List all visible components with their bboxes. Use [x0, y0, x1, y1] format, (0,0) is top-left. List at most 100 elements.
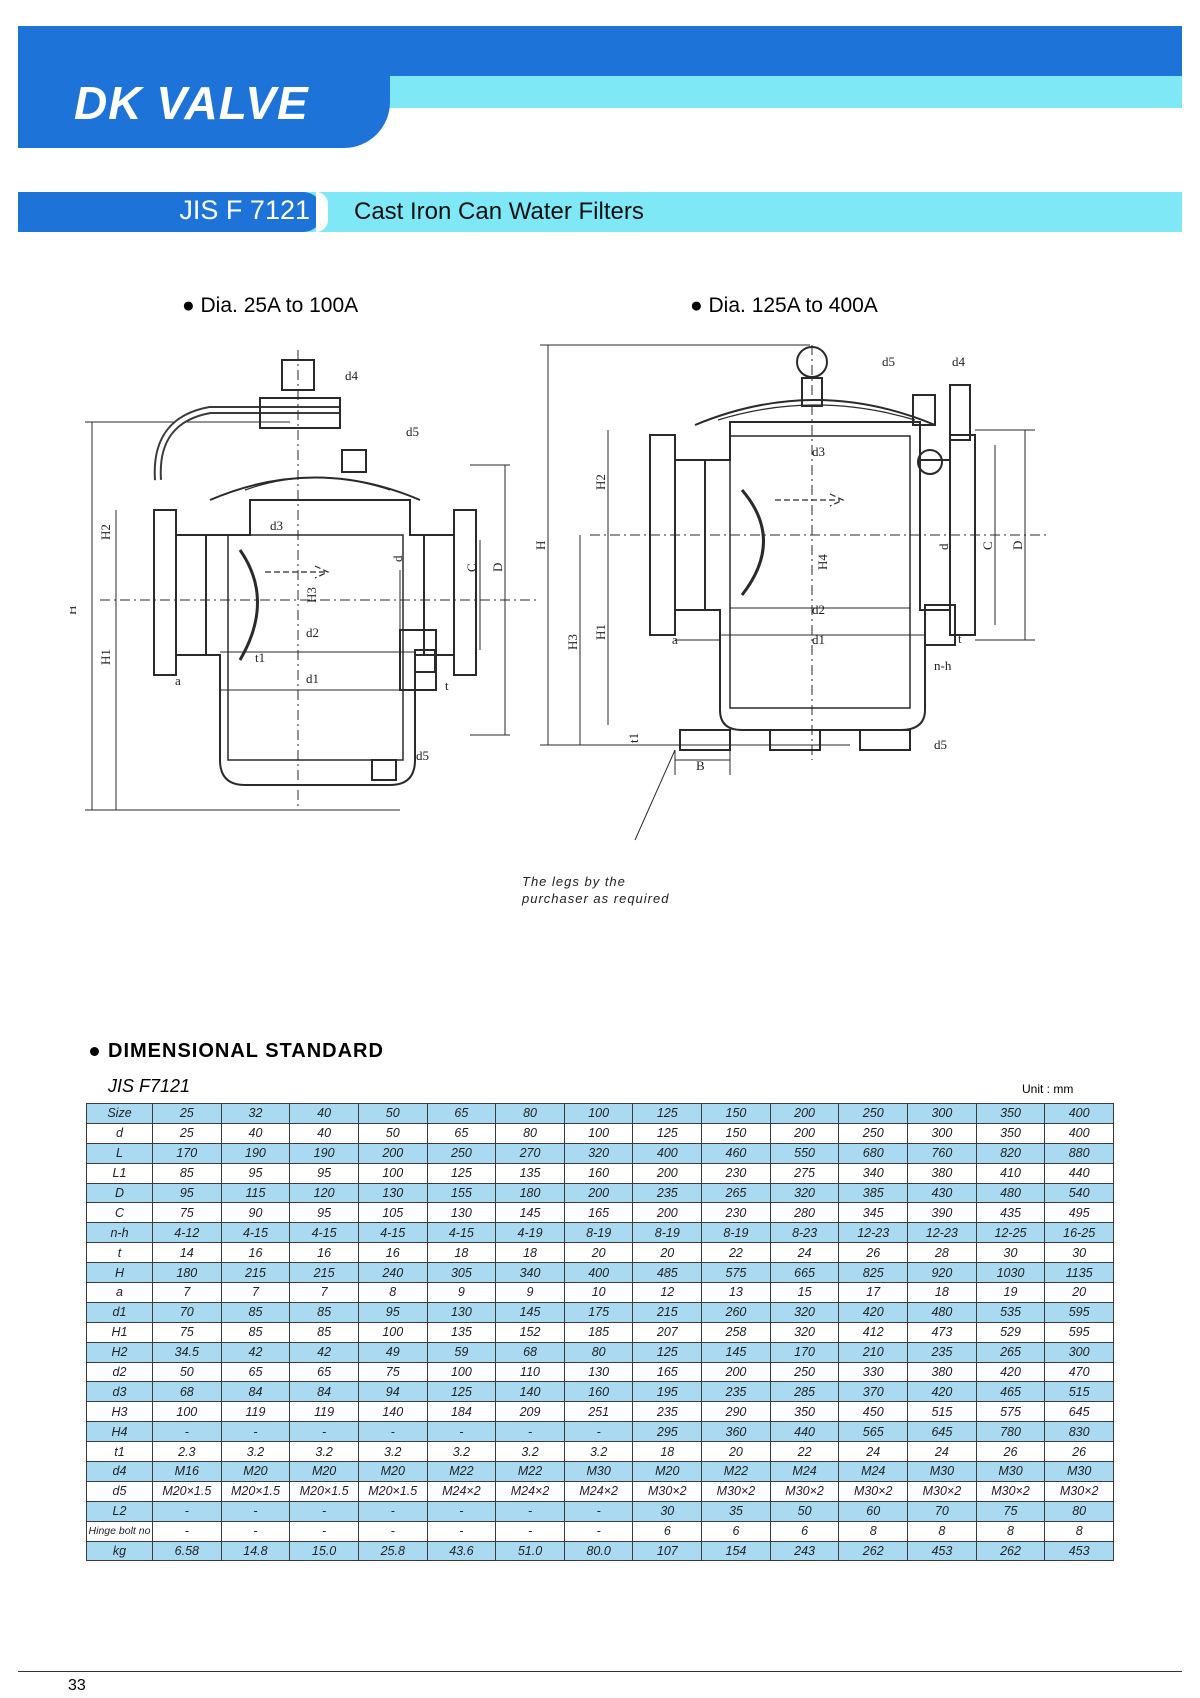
table-cell: 6 — [701, 1520, 771, 1542]
table-cell: 18 — [907, 1282, 977, 1303]
table-cell: 8-19 — [701, 1222, 771, 1244]
label-d2-right: d2 — [812, 602, 825, 617]
table-cell: 125 — [426, 1381, 497, 1403]
table-cell: 275 — [769, 1162, 840, 1184]
table-cell: 145 — [701, 1341, 771, 1363]
table-cell: - — [220, 1500, 291, 1522]
header-bar — [18, 26, 1182, 76]
label-d-right: d — [936, 543, 951, 550]
table-cell: 515 — [1044, 1381, 1114, 1403]
table-cell: 40 — [289, 1103, 359, 1124]
table-cell: 565 — [838, 1421, 909, 1443]
table-cell: 300 — [907, 1122, 977, 1144]
table-cell: M24×2 — [426, 1480, 497, 1502]
table-cell: 195 — [632, 1381, 703, 1403]
table-cell: 12-23 — [838, 1222, 909, 1244]
table-cell: 295 — [632, 1421, 703, 1443]
row-label: d1 — [86, 1301, 153, 1323]
table-cell: M30×2 — [632, 1480, 703, 1502]
table-cell: 85 — [220, 1321, 291, 1343]
table-cell: 420 — [975, 1361, 1046, 1383]
label-C-right: C — [980, 541, 995, 550]
label-D-right: D — [1010, 541, 1025, 550]
table-cell: 4-15 — [357, 1222, 428, 1244]
table-cell: 28 — [907, 1242, 977, 1264]
table-cell: 645 — [1044, 1401, 1114, 1423]
table-cell: 145 — [495, 1202, 565, 1224]
table-cell: 243 — [769, 1540, 840, 1562]
table-cell: 390 — [907, 1202, 977, 1224]
table-cell: 119 — [289, 1401, 359, 1423]
table-cell: 215 — [289, 1262, 359, 1284]
row-label: d5 — [86, 1480, 153, 1502]
table-cell: 85 — [152, 1162, 222, 1184]
table-cell: M24 — [769, 1461, 840, 1482]
right-diagram-caption: ● Dia. 125A to 400A — [690, 294, 878, 317]
table-cell: 4-12 — [152, 1222, 222, 1244]
row-label: Hinge bolt no — [86, 1520, 153, 1542]
table-cell: - — [152, 1421, 222, 1443]
table-cell: 42 — [220, 1341, 291, 1363]
table-cell: M20 — [632, 1461, 703, 1482]
table-cell: 6 — [769, 1520, 840, 1542]
row-label: L2 — [86, 1500, 153, 1522]
table-cell: 125 — [632, 1341, 703, 1363]
table-cell: 210 — [838, 1341, 909, 1363]
table-cell: 473 — [907, 1321, 977, 1343]
table-cell: M30 — [563, 1461, 634, 1482]
table-cell: 90 — [220, 1202, 291, 1224]
table-cell: 170 — [769, 1341, 840, 1363]
row-label: L1 — [86, 1162, 153, 1184]
table-cell: 25 — [152, 1122, 222, 1144]
table-cell: 16-25 — [1044, 1222, 1114, 1244]
table-cell: M20 — [357, 1461, 428, 1482]
table-cell: 200 — [563, 1182, 634, 1204]
table-cell: 250 — [838, 1103, 909, 1124]
table-cell: 430 — [907, 1182, 977, 1204]
table-cell: 140 — [495, 1381, 565, 1403]
table-cell: 18 — [632, 1441, 703, 1463]
table-cell: 16 — [220, 1242, 291, 1264]
table-cell: 25 — [152, 1103, 222, 1124]
table-cell: 85 — [220, 1301, 291, 1323]
table-cell: - — [426, 1500, 497, 1522]
spec-label: JIS F7121 — [108, 1076, 191, 1096]
table-cell: 207 — [632, 1321, 703, 1343]
label-d5-top: d5 — [406, 424, 419, 439]
legs-note-line2: purchaser as required — [522, 891, 670, 906]
left-diagram-caption: ● Dia. 25A to 100A — [182, 294, 359, 317]
table-cell: 19 — [975, 1282, 1046, 1303]
table-cell: 155 — [426, 1182, 497, 1204]
pill-divider — [316, 192, 328, 232]
table-cell: 105 — [357, 1202, 428, 1224]
table-cell: 305 — [426, 1262, 497, 1284]
label-d3: d3 — [270, 518, 283, 533]
table-cell: 250 — [426, 1142, 497, 1164]
label-H1-right: H1 — [593, 624, 608, 640]
table-cell: 280 — [769, 1202, 840, 1224]
table-cell: 75 — [357, 1361, 428, 1383]
table-cell: 3.2 — [357, 1441, 428, 1463]
table-cell: 80 — [495, 1103, 565, 1124]
table-cell: 12-25 — [975, 1222, 1046, 1244]
table-cell: 50 — [769, 1500, 840, 1522]
table-cell: 119 — [220, 1401, 291, 1423]
table-cell: 15.0 — [289, 1540, 359, 1562]
table-cell: 450 — [838, 1401, 909, 1423]
table-cell: 100 — [563, 1122, 634, 1144]
table-cell: 575 — [701, 1262, 771, 1284]
label-H2: H2 — [98, 524, 113, 540]
table-cell: 95 — [357, 1301, 428, 1323]
table-cell: M20×1.5 — [152, 1480, 222, 1502]
table-cell: 80 — [1044, 1500, 1114, 1522]
table-cell: 440 — [1044, 1162, 1114, 1184]
table-cell: 95 — [289, 1162, 359, 1184]
row-label: d3 — [86, 1381, 153, 1403]
label-H1: H1 — [98, 649, 113, 665]
